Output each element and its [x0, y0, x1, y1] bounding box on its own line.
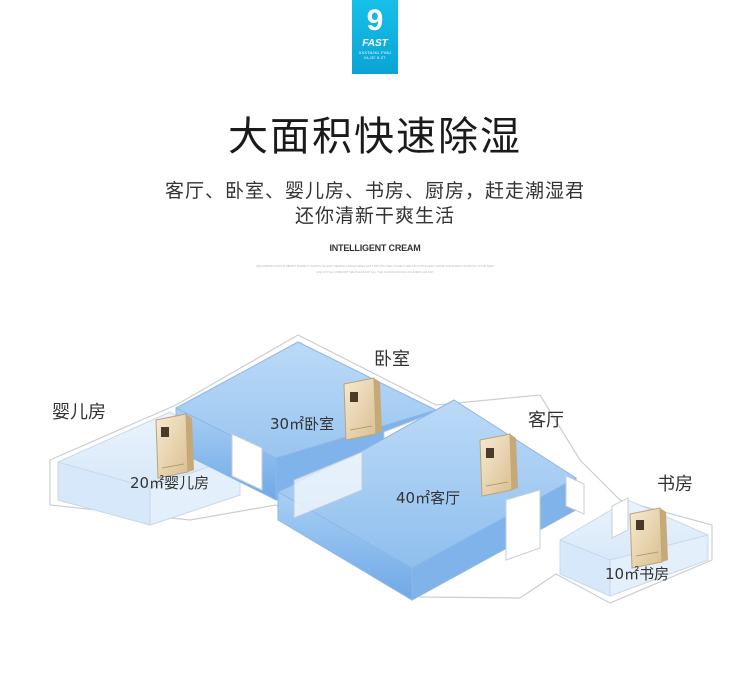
dehumidifier-study: [629, 507, 668, 569]
room-label-study: 书房: [657, 474, 693, 495]
subtitle-line-2: 还你清新干爽生活: [294, 205, 455, 227]
dehumidifier-living: [479, 433, 518, 497]
badge-number: 9: [366, 4, 384, 37]
area-label-nursery: 20㎡婴儿房: [130, 474, 210, 492]
area-label-living: 40㎡客厅: [396, 489, 461, 507]
dehumidifier-nursery: [155, 413, 194, 479]
english-body-text: DEHUMIDIFICATION SMART ENERGY SAVING SIL…: [256, 264, 494, 274]
page-headline: 大面积快速除湿: [228, 114, 522, 160]
room-label-living: 客厅: [528, 410, 564, 431]
english-title: INTELLIGENT CREAM: [329, 243, 421, 253]
badge-small-line-1: XXXTAJKL FVAJ: [358, 50, 392, 55]
dehumidifier-bedroom: [343, 377, 382, 441]
badge-word: FAST: [362, 38, 388, 49]
subtitle-line-1: 客厅、卧室、婴儿房、书房、厨房，赶走潮湿君: [164, 180, 585, 202]
room-label-bedroom: 卧室: [374, 349, 410, 370]
room-label-nursery: 婴儿房: [52, 402, 106, 423]
area-label-bedroom: 30㎡卧室: [270, 415, 335, 433]
badge-small-line-2: KLJD' 6.27: [364, 55, 386, 60]
area-label-study: 10㎡书房: [605, 565, 670, 583]
brand-badge: 9 FAST XXXTAJKL FVAJ KLJD' 6.27: [352, 0, 398, 74]
